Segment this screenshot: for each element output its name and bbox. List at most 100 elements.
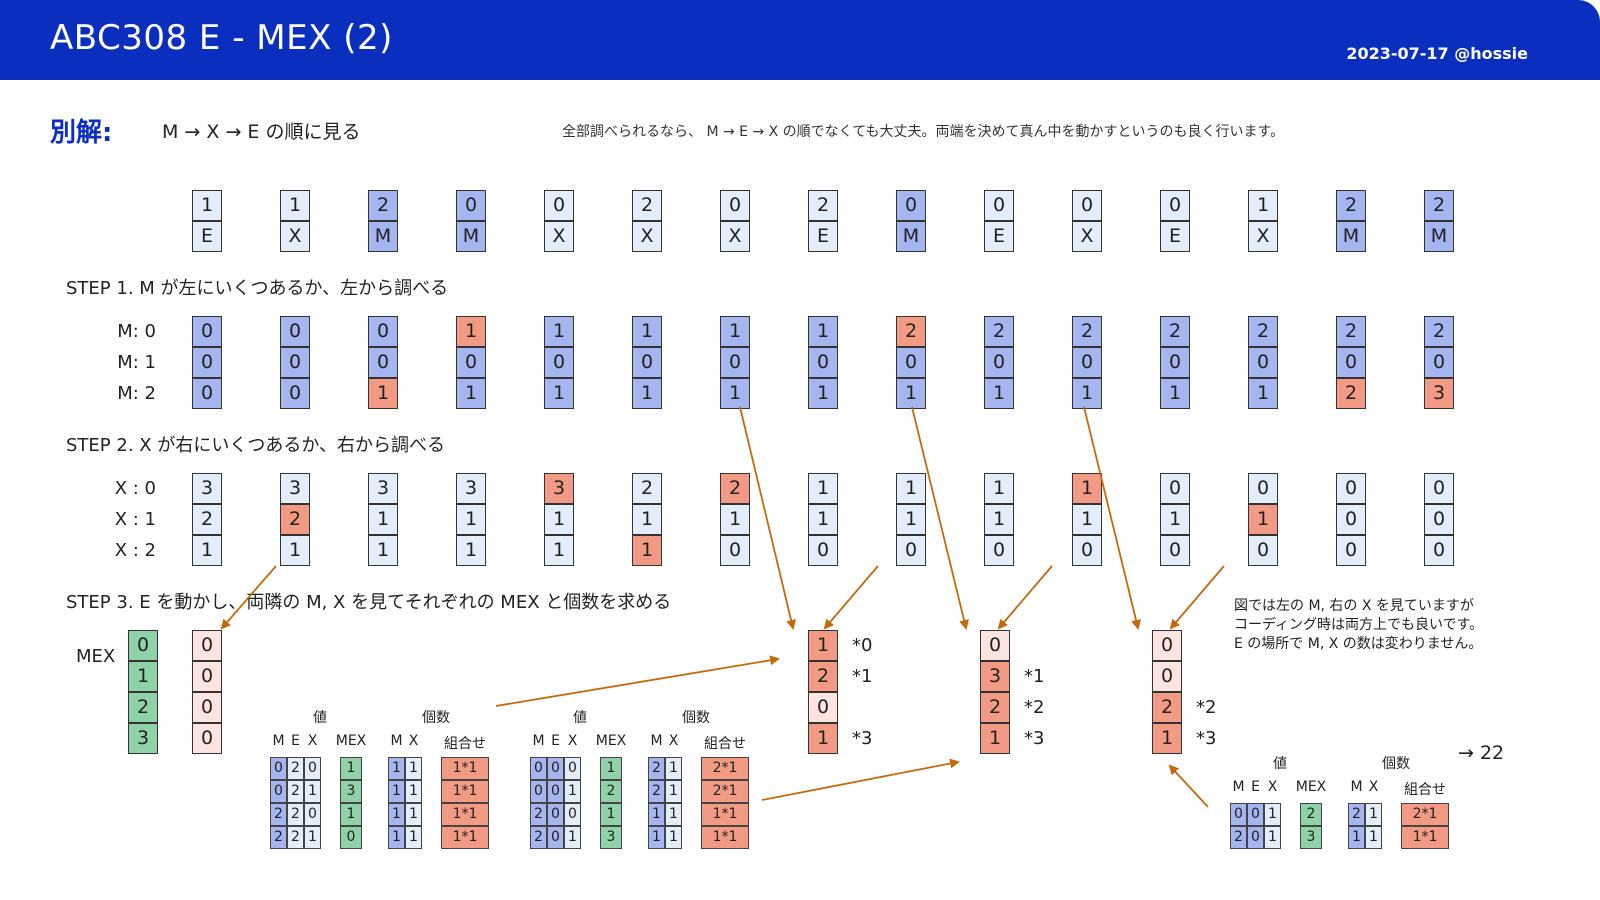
initial-count-cell: 0 [192,630,222,661]
x-count-cell: 0 [1336,504,1366,535]
m-count-cell: 2 [1160,316,1190,347]
flow-arrow [823,565,879,630]
star-mark: *2 [1196,697,1217,718]
m-count-cell: 1 [984,378,1014,409]
mex-label: MEX [76,646,116,667]
detail-table-cell: 0 [1247,803,1264,826]
mex-count-cell: 1 [808,723,838,754]
sequence-value-cell: 1 [192,190,222,221]
detail-table-cell: 1 [405,803,422,826]
page-title: ABC308 E - MEX (2) [50,18,393,58]
x-count-cell: 0 [1248,473,1278,504]
sequence-char-cell: X [280,221,310,252]
sequence-value-cell: 0 [896,190,926,221]
detail-table-cell: 1*1 [441,826,489,849]
table-header-count: 個数 [682,710,710,726]
flow-arrow [997,565,1053,630]
sequence-char-cell: E [192,221,222,252]
sequence-value-cell: 0 [720,190,750,221]
sequence-char-cell: M [896,221,926,252]
sequence-value-cell: 2 [632,190,662,221]
m-count-cell: 0 [984,347,1014,378]
detail-table-cell: 1 [340,803,362,826]
x-count-cell: 0 [1424,504,1454,535]
table-col-header: 組合せ [1404,782,1446,798]
x-count-cell: 1 [984,473,1014,504]
x-count-cell: 1 [720,504,750,535]
sequence-value-cell: 0 [456,190,486,221]
initial-count-cell: 0 [192,723,222,754]
m-count-cell: 0 [192,347,222,378]
detail-table-cell: 1 [665,803,682,826]
sequence-char-cell: E [1160,221,1190,252]
detail-table-cell: 2 [648,780,665,803]
sequence-value-cell: 0 [1072,190,1102,221]
detail-table-cell: 1 [340,757,362,780]
detail-table-cell: 3 [1300,826,1322,849]
table-col-header: X [1267,779,1278,795]
detail-table-cell: 1*1 [1401,826,1449,849]
m-count-cell: 2 [1336,378,1366,409]
detail-table-cell: 1*1 [441,803,489,826]
table-col-header: E [551,733,560,749]
detail-table-cell: 1 [388,757,405,780]
m-count-cell: 1 [808,378,838,409]
m-count-cell: 0 [1160,347,1190,378]
star-mark: *3 [852,728,873,749]
x-count-cell: 3 [368,473,398,504]
x-count-cell: 0 [1424,535,1454,566]
x-count-cell: 0 [720,535,750,566]
sequence-char-cell: X [544,221,574,252]
x-count-cell: 1 [456,535,486,566]
x-count-cell: 0 [1336,473,1366,504]
detail-table-cell: 1 [1365,803,1382,826]
m-count-cell: 1 [896,378,926,409]
detail-table-cell: 1 [405,780,422,803]
x-count-cell: 3 [544,473,574,504]
detail-table-cell: 2 [648,757,665,780]
x-count-cell: 1 [1160,504,1190,535]
m-count-cell: 0 [632,347,662,378]
m-row-label: M: 1 [117,352,156,373]
x-count-cell: 1 [1248,504,1278,535]
table-col-header: MEX [595,733,627,749]
x-count-cell: 0 [1072,535,1102,566]
detail-table-cell: 0 [564,803,581,826]
x-count-cell: 0 [808,535,838,566]
detail-table-cell: 2 [287,803,304,826]
note-line: 図では左の M, 右の X を見ていますが [1234,598,1474,614]
x-count-cell: 3 [192,473,222,504]
table-col-header: M [650,733,663,749]
x-count-cell: 1 [632,504,662,535]
detail-table-cell: 1 [648,826,665,849]
m-count-cell: 2 [1336,316,1366,347]
m-count-cell: 2 [984,316,1014,347]
star-mark: *1 [852,666,873,687]
flow-arrow [739,406,796,630]
x-count-cell: 1 [632,535,662,566]
detail-table-cell: 2 [1230,826,1247,849]
detail-table-cell: 1 [665,826,682,849]
x-count-cell: 1 [280,535,310,566]
detail-table-cell: 1 [304,780,321,803]
m-count-cell: 0 [808,347,838,378]
mex-count-cell: 2 [980,692,1010,723]
m-count-cell: 0 [368,347,398,378]
flow-arrow [1168,764,1209,808]
x-count-cell: 1 [896,504,926,535]
m-count-cell: 0 [544,347,574,378]
detail-table-cell: 1 [388,780,405,803]
star-mark: *2 [1024,697,1045,718]
table-col-header: X [567,733,578,749]
x-count-cell: 1 [368,535,398,566]
table-col-header: M [532,733,545,749]
flow-arrow [1169,565,1225,630]
x-count-cell: 1 [808,473,838,504]
x-row-label: X : 2 [114,540,156,561]
x-count-cell: 0 [896,535,926,566]
table-header-count: 個数 [422,710,450,726]
detail-table-cell: 1 [665,757,682,780]
detail-table-cell: 2 [287,757,304,780]
star-mark: *3 [1196,728,1217,749]
